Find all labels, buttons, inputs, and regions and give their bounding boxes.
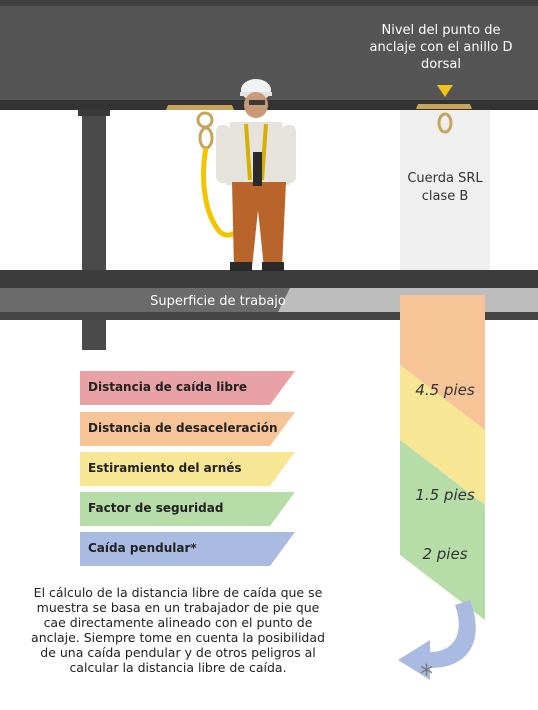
harness-stretch-distance-value: 1.5 pies	[415, 486, 475, 504]
harness-stretch-segment	[400, 365, 485, 505]
worker-figure	[216, 79, 296, 271]
srl-class-b-label: Cuerda SRL clase B	[407, 171, 483, 204]
legend-label: Estiramiento del arnés	[88, 461, 242, 475]
legend-item-free-fall: Distancia de caída libre	[80, 371, 295, 405]
work-surface-label: Superficie de trabajo	[150, 294, 286, 309]
legend-item-safety-factor: Factor de seguridad	[80, 492, 295, 526]
safety-factor-segment	[400, 440, 485, 620]
right-anchor-fitting	[416, 104, 472, 134]
legend-item-harness-stretch: Estiramiento del arnés	[80, 452, 295, 486]
asterisk-mark: *	[420, 660, 433, 690]
legend-item-deceleration: Distancia de desaceleración	[80, 412, 295, 446]
post-cap	[78, 110, 110, 116]
free-fall-distance-value: 4.5 pies	[415, 381, 475, 399]
legend-label: Distancia de caída libre	[88, 380, 248, 394]
safety-factor-distance-value: 2 pies	[422, 545, 468, 563]
legend-label: Caída pendular*	[88, 541, 197, 555]
legend-item-swing-fall: Caída pendular*	[80, 532, 295, 566]
top-beam-flange	[0, 100, 538, 110]
work-platform	[0, 270, 538, 288]
legend-label: Distancia de desaceleración	[88, 421, 278, 435]
work-platform-bottom	[0, 312, 538, 320]
srl-column	[400, 110, 490, 295]
anchor-marker-triangle	[437, 85, 453, 97]
left-anchor-fitting	[166, 105, 234, 150]
top-beam-edge	[0, 0, 538, 6]
swing-fall-arrow	[398, 600, 476, 680]
anchor-level-label: Nivel del punto de anclaje con el anillo…	[369, 23, 513, 72]
top-beam	[0, 0, 538, 100]
clearance-note: El cálculo de la distancia libre de caíd…	[31, 585, 325, 675]
deceleration-segment	[400, 295, 485, 430]
legend-label: Factor de seguridad	[88, 501, 224, 515]
